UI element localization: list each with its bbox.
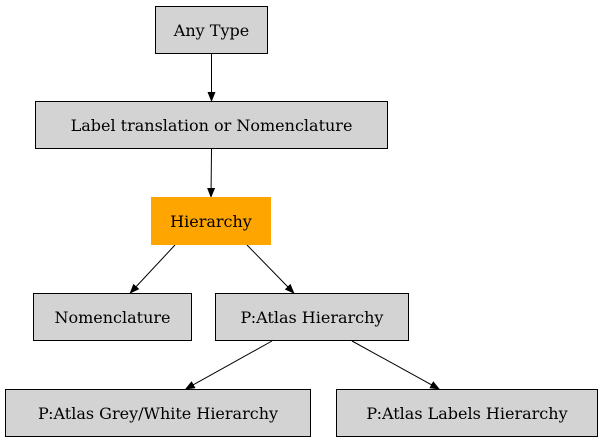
edge-label_translation-to-hierarchy xyxy=(207,148,216,198)
node-nomenclature[interactable]: Nomenclature xyxy=(33,293,192,341)
node-any-type[interactable]: Any Type xyxy=(155,6,268,54)
node-patlas-labels-hierarchy[interactable]: P:Atlas Labels Hierarchy xyxy=(336,389,598,437)
node-hierarchy[interactable]: Hierarchy xyxy=(151,197,271,245)
node-patlas-hierarchy[interactable]: P:Atlas Hierarchy xyxy=(215,293,409,341)
edge-patlas_hierarchy-to-patlas_labels xyxy=(351,340,440,390)
edge-patlas_hierarchy-to-patlas_grey_white xyxy=(184,340,273,390)
edge-hierarchy-to-patlas_hierarchy xyxy=(246,244,295,294)
node-patlas-grey-white-hierarchy[interactable]: P:Atlas Grey/White Hierarchy xyxy=(5,389,311,437)
node-label-translation-or-nomenclature[interactable]: Label translation or Nomenclature xyxy=(35,101,388,149)
edge-hierarchy-to-nomenclature xyxy=(129,244,176,294)
